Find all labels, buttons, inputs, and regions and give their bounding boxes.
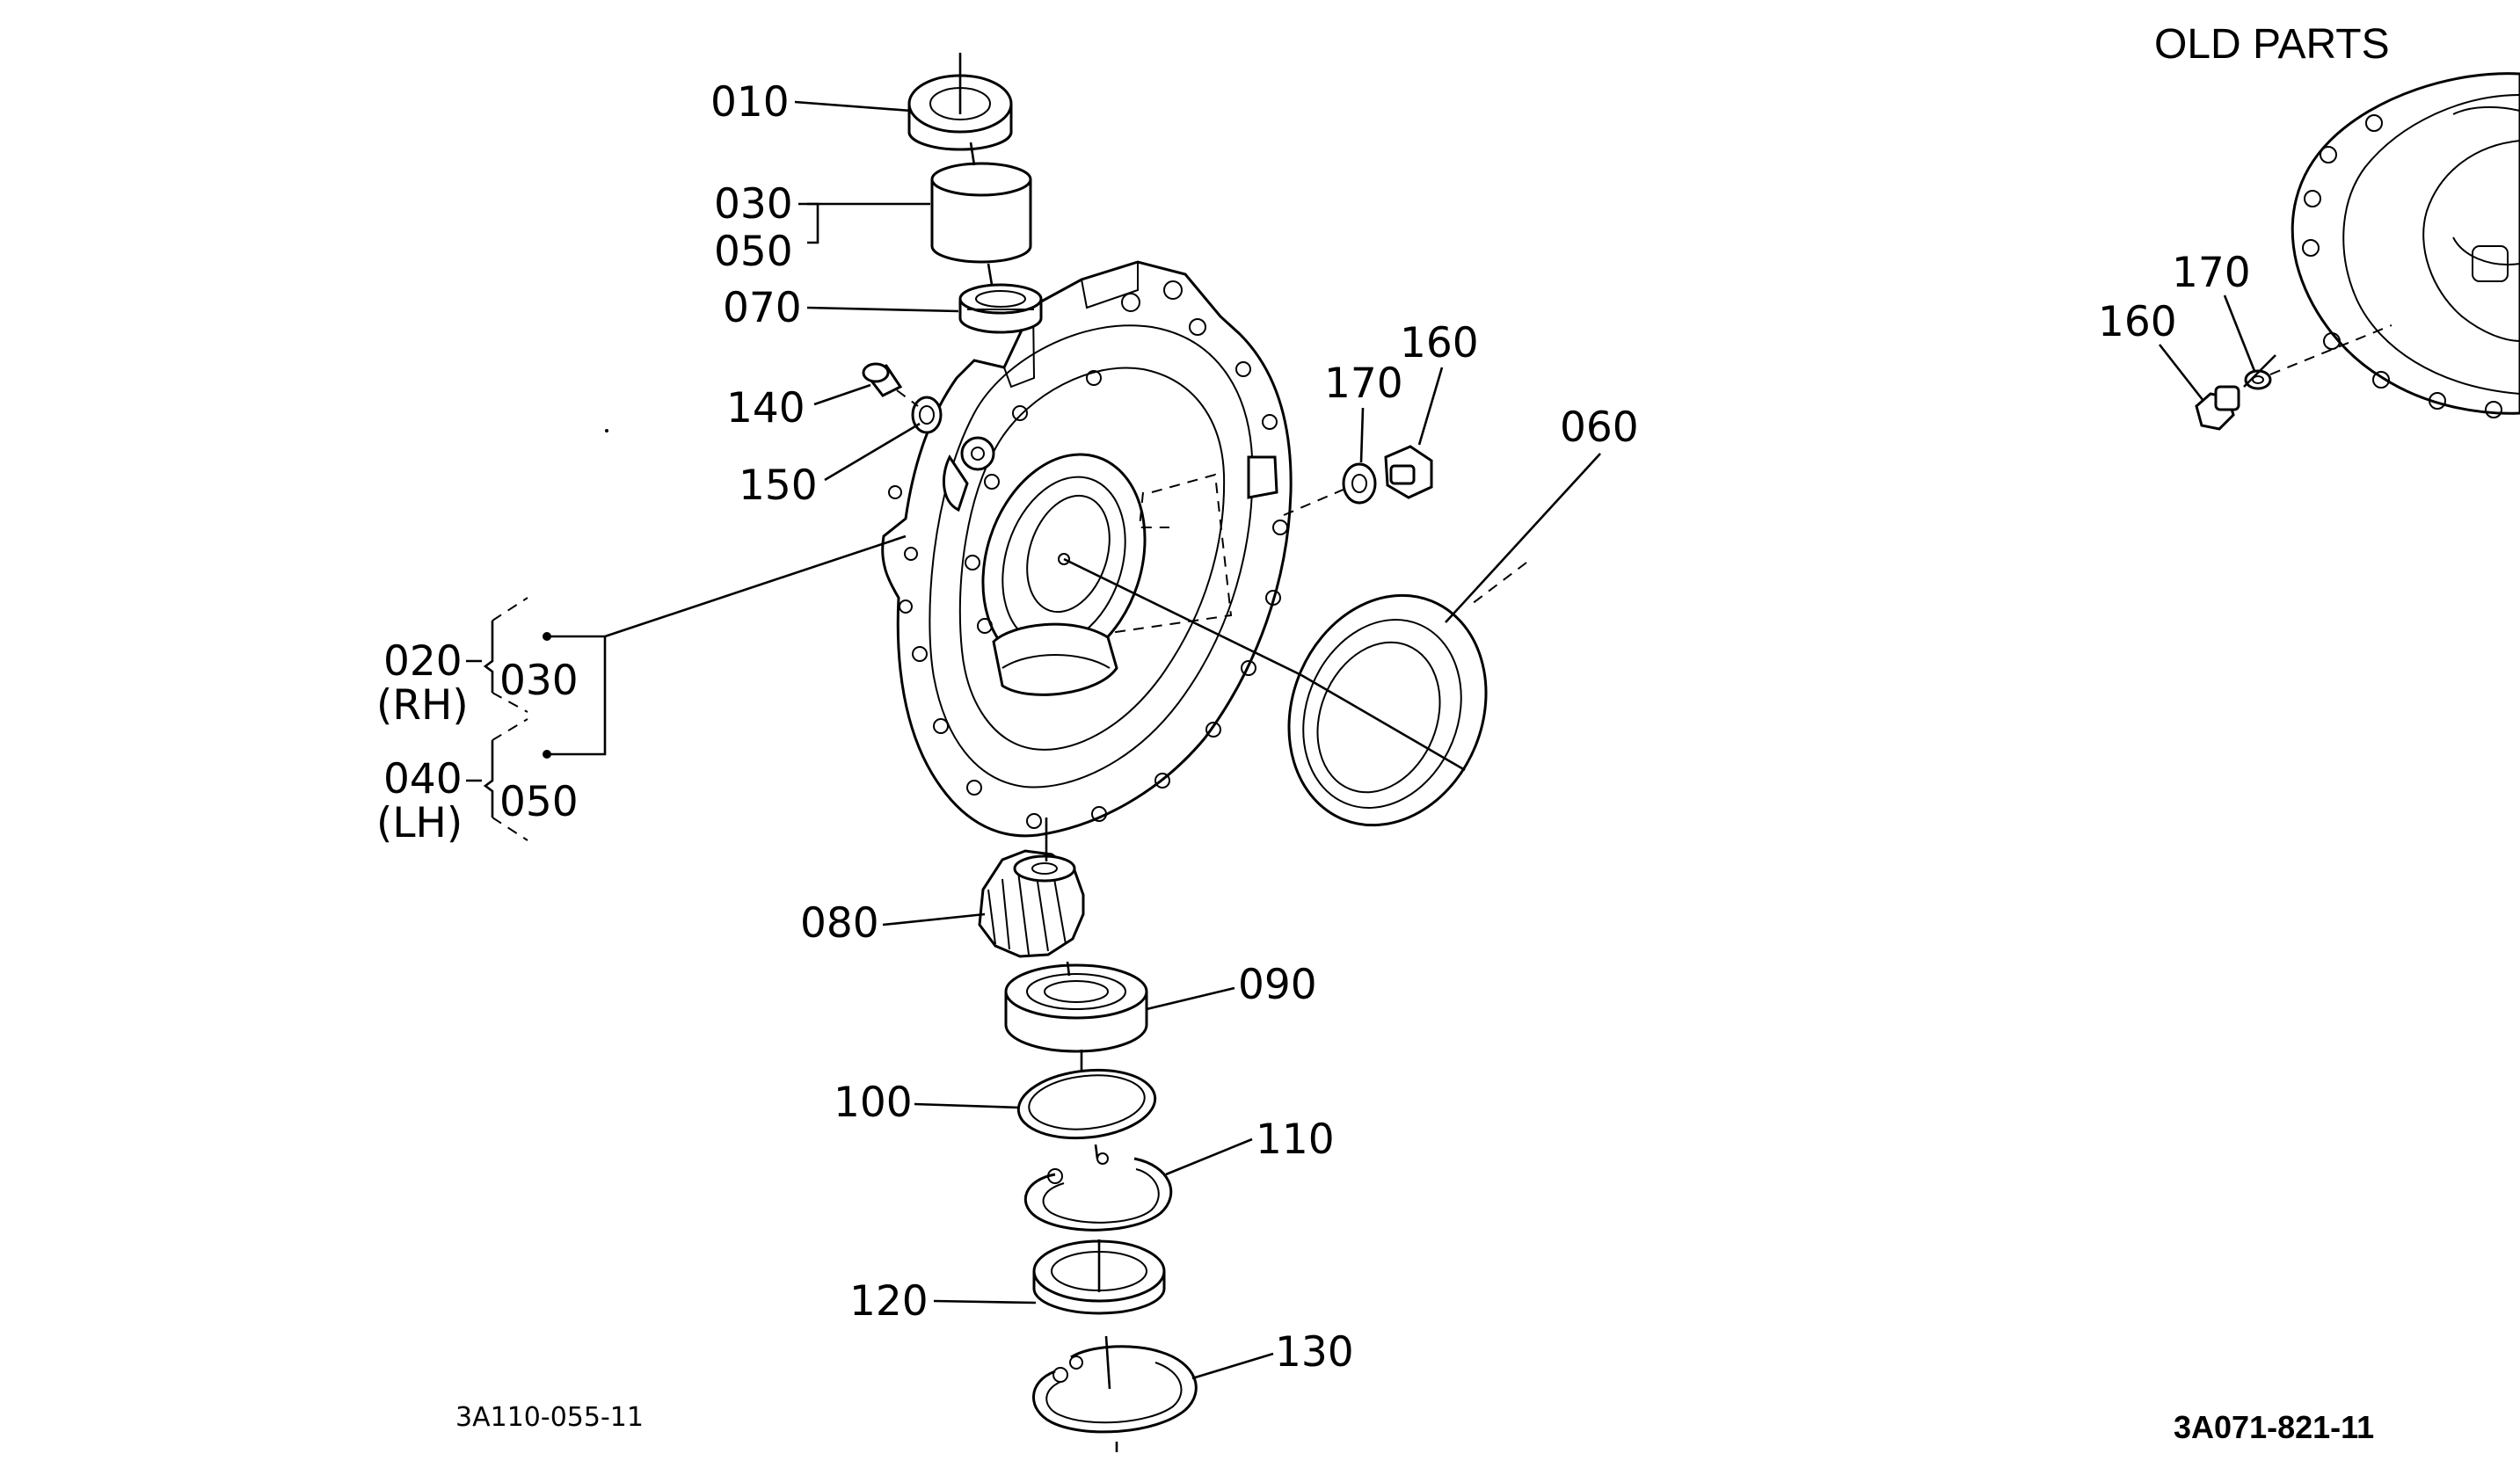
plug-140-icon bbox=[862, 362, 903, 397]
group-bracket bbox=[466, 597, 607, 841]
label-170: 170 bbox=[1324, 360, 1403, 408]
label-010: 010 bbox=[710, 78, 790, 127]
label-160: 160 bbox=[1400, 319, 1479, 367]
label-120: 120 bbox=[849, 1277, 929, 1326]
housing-drawing bbox=[881, 260, 1293, 838]
diagram-code-right: 3A071-821-11 bbox=[2174, 1409, 2374, 1445]
old-label-160: 160 bbox=[2098, 298, 2177, 346]
needle-bearing-070-icon bbox=[958, 283, 1043, 334]
label-050-lh: 050 bbox=[499, 778, 579, 826]
label-080: 080 bbox=[800, 899, 879, 948]
label-130: 130 bbox=[1275, 1328, 1354, 1377]
ball-bearing-090-icon bbox=[1004, 963, 1148, 1053]
old-parts-title: OLD PARTS bbox=[2154, 21, 2390, 68]
label-020: 020 bbox=[383, 637, 462, 686]
old-housing-drawing bbox=[2291, 72, 2520, 418]
ring-100-icon bbox=[1016, 1068, 1157, 1140]
snap-ring-130-icon bbox=[1032, 1345, 1198, 1434]
label-090: 090 bbox=[1238, 961, 1317, 1009]
label-030-rh: 030 bbox=[499, 657, 579, 705]
old-plug-bolt-160-icon bbox=[2195, 385, 2240, 431]
snap-ring-110-icon bbox=[1023, 1152, 1173, 1232]
bushing-030-050-icon bbox=[930, 162, 1032, 264]
label-060: 060 bbox=[1560, 403, 1639, 452]
old-washer-170-icon bbox=[2244, 369, 2272, 390]
label-140: 140 bbox=[726, 384, 805, 432]
label-150: 150 bbox=[739, 461, 818, 510]
label-040: 040 bbox=[383, 755, 462, 803]
label-rh: (RH) bbox=[376, 681, 469, 730]
label-030: 030 bbox=[714, 180, 793, 229]
label-110: 110 bbox=[1256, 1116, 1335, 1164]
label-070: 070 bbox=[723, 284, 802, 332]
diagram-code-left: 3A110-055-11 bbox=[455, 1402, 644, 1433]
label-lh: (LH) bbox=[376, 799, 462, 847]
washer-170-icon bbox=[1342, 462, 1377, 505]
label-050: 050 bbox=[714, 228, 793, 276]
old-label-170: 170 bbox=[2172, 249, 2251, 297]
washer-150-icon bbox=[911, 396, 943, 434]
bevel-gear-080-icon bbox=[978, 849, 1085, 958]
label-100: 100 bbox=[834, 1079, 913, 1127]
plug-160-icon bbox=[1384, 445, 1433, 499]
oil-seal-060-icon bbox=[1287, 593, 1488, 827]
